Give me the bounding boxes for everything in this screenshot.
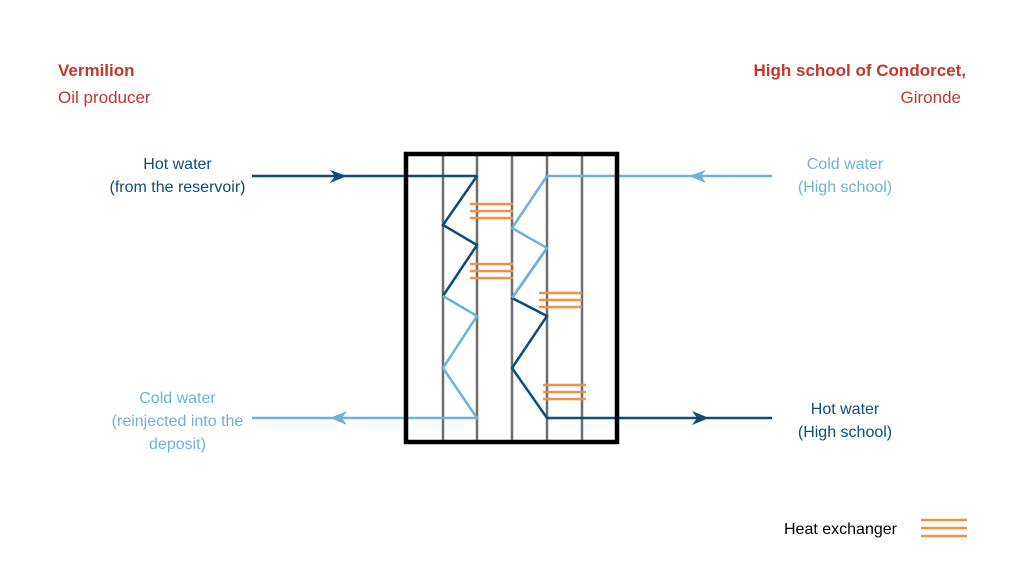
hot-water-out-line1: Hot water	[810, 401, 880, 418]
heat-exchanger-icon	[543, 383, 586, 401]
cold-water-circuit	[252, 170, 772, 425]
heat-exchanger-icon	[539, 291, 582, 309]
exchanger-plates	[441, 154, 584, 442]
cold-water-in-label: Cold water (High school)	[775, 153, 915, 199]
hot-water-out-line2: (High school)	[797, 424, 893, 441]
cold-water-out-line1: Cold water	[139, 390, 216, 407]
heat-exchanger-icon	[470, 202, 513, 220]
cold-water-inlet-arrow	[689, 170, 706, 183]
hot-water-in-line2: (from the reservoir)	[109, 179, 246, 196]
left-title: Vermilion	[58, 61, 135, 80]
hot-water-zigzag-1	[441, 175, 479, 297]
heat-exchanger-symbols	[470, 202, 967, 538]
left-subtitle: Oil producer	[58, 88, 151, 107]
cold-water-out-line2: (reinjected into the	[111, 413, 244, 430]
cold-water-out-label: Cold water (reinjected into the deposit)	[100, 387, 255, 456]
cold-water-in-line2: (High school)	[797, 179, 893, 196]
hot-water-outlet-arrow	[692, 411, 709, 425]
hot-water-out-label: Hot water (High school)	[775, 398, 915, 444]
hot-water-in-label: Hot water (from the reservoir)	[100, 153, 255, 199]
right-subtitle: Gironde	[900, 88, 961, 107]
cold-water-out-line3: deposit)	[149, 436, 206, 453]
heat-exchanger-icon	[470, 262, 513, 280]
exchanger-frame	[403, 151, 620, 445]
right-title: High school of Condorcet,	[753, 61, 967, 80]
cold-water-in-line1: Cold water	[806, 156, 884, 173]
cold-water-zigzag-1	[510, 175, 549, 299]
cold-water-outlet-arrow	[330, 411, 347, 425]
legend-label: Heat exchanger	[784, 521, 897, 538]
hot-water-inlet-arrow	[330, 170, 347, 183]
legend-heat-exchanger-icon	[921, 518, 967, 538]
cold-water-zigzag-2	[252, 294, 480, 420]
hot-water-in-line1: Hot water	[143, 156, 212, 173]
